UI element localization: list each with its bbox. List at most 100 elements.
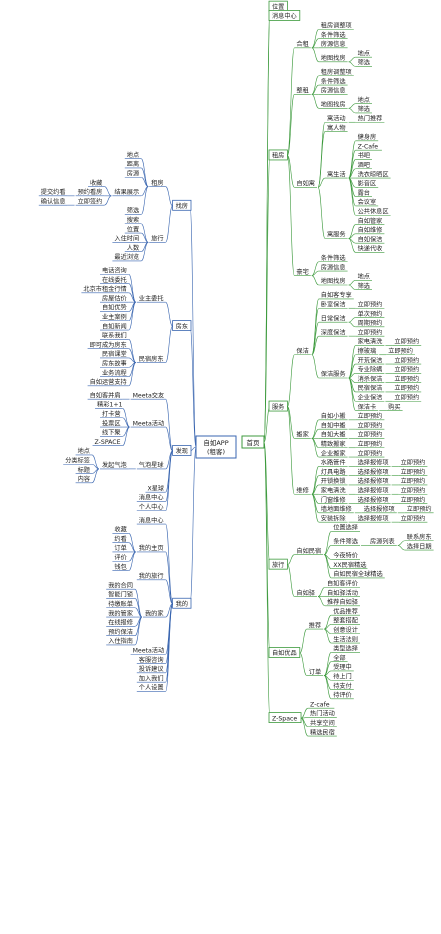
leaf-node[interactable]: 我的旅行 [136, 572, 166, 581]
leaf-node[interactable]: 待支付 [331, 682, 354, 690]
leaf-node[interactable]: 房源 [124, 169, 142, 178]
leaf-node[interactable]: 业主案例 [100, 313, 129, 322]
leaf-node[interactable]: Meeta交友 [130, 391, 166, 400]
branch-node[interactable]: 租房 [268, 149, 288, 161]
leaf-node[interactable]: 立即预约 [404, 505, 434, 514]
branch-node[interactable]: 发现 [172, 445, 192, 456]
leaf-node[interactable]: 地点 [124, 151, 142, 159]
leaf-node[interactable]: 结果展示 [112, 188, 142, 197]
leaf-node[interactable]: 豪宅 [294, 268, 311, 277]
leaf-node[interactable]: 立即预约 [355, 412, 385, 421]
leaf-node[interactable]: 立即预约 [392, 338, 422, 346]
leaf-node[interactable]: 钱包 [112, 563, 129, 571]
leaf-node[interactable]: 选择报修项 [355, 477, 391, 486]
leaf-node[interactable]: 标题 [75, 466, 92, 474]
branch-node[interactable]: 找房 [172, 199, 192, 211]
leaf-node[interactable]: 立即预约 [398, 486, 428, 495]
leaf-node[interactable]: 评价 [112, 553, 129, 562]
branch-node[interactable]: 自如优品 [268, 647, 301, 658]
leaf-node[interactable]: 在线报修 [106, 619, 135, 627]
leaf-node[interactable]: 健身房 [355, 133, 379, 142]
leaf-node[interactable]: 位置 [124, 225, 142, 234]
leaf-node[interactable]: 自如小搬 [318, 412, 348, 421]
leaf-node[interactable]: 影音区 [355, 180, 379, 188]
leaf-node[interactable]: 保洁卡 [355, 403, 379, 411]
leaf-node[interactable]: 即可成为房东 [87, 341, 129, 349]
leaf-node[interactable]: 收藏 [88, 179, 105, 187]
leaf-node[interactable]: 自如优势 [100, 304, 129, 312]
leaf-node[interactable]: 地点 [355, 49, 372, 58]
leaf-node[interactable]: 分类标签 [63, 456, 92, 465]
leaf-node[interactable]: 自如中搬 [318, 421, 348, 430]
leaf-node[interactable]: 地图找房 [318, 277, 348, 286]
leaf-node[interactable]: 联系房东 [404, 533, 434, 542]
leaf-node[interactable]: 发起气泡 [100, 461, 129, 470]
leaf-node[interactable]: 地点 [355, 273, 372, 281]
leaf-node[interactable]: 立即签约 [75, 197, 105, 206]
leaf-node[interactable]: 立即预约 [398, 468, 428, 476]
leaf-node[interactable]: 自如运营支持 [87, 378, 129, 387]
leaf-node[interactable]: 寓人物 [325, 124, 348, 132]
leaf-node[interactable]: 自如驿 [294, 589, 317, 597]
leaf-node[interactable]: 立即预约 [355, 421, 385, 430]
leaf-node[interactable]: 深度保洁 [318, 328, 348, 337]
leaf-node[interactable]: Meeta活动 [130, 419, 166, 428]
leaf-node[interactable]: 墙地面维修 [318, 505, 354, 514]
leaf-node[interactable]: 选择报修项 [361, 505, 397, 514]
leaf-node[interactable]: 业主委托 [136, 294, 166, 303]
branch-node[interactable]: 位置 [268, 0, 288, 12]
leaf-node[interactable]: 创意设计 [331, 626, 360, 635]
leaf-node[interactable]: 单次预约 [355, 310, 385, 318]
leaf-node[interactable]: 露台 [355, 189, 372, 197]
leaf-node[interactable]: 房源信息 [318, 263, 348, 272]
leaf-node[interactable]: 类型选择 [331, 645, 360, 653]
branch-node[interactable]: 服务 [268, 400, 288, 412]
leaf-node[interactable]: Z-cafe [308, 701, 335, 709]
leaf-node[interactable]: 选择报修项 [355, 459, 391, 467]
leaf-node[interactable]: 卧室保洁 [318, 300, 348, 309]
leaf-node[interactable]: 会议室 [355, 198, 379, 207]
leaf-node[interactable]: 房源信息 [318, 40, 348, 49]
leaf-node[interactable]: 搬家 [294, 431, 311, 439]
leaf-node[interactable]: 打卡营 [100, 410, 123, 419]
leaf-node[interactable]: 客服咨询 [136, 656, 166, 664]
leaf-node[interactable]: 洗衣晾晒区 [355, 170, 391, 179]
leaf-node[interactable]: 擦玻璃 [355, 347, 379, 356]
leaf-node[interactable]: 智能门锁 [106, 591, 135, 599]
leaf-node[interactable]: 寓服务 [325, 231, 348, 239]
leaf-node[interactable]: 热门活动 [308, 710, 337, 718]
leaf-node[interactable]: 个人设置 [136, 684, 166, 692]
leaf-node[interactable]: 民宿课堂 [100, 350, 129, 359]
leaf-node[interactable]: 生活法则 [331, 635, 360, 644]
leaf-node[interactable]: 酒吧 [355, 161, 372, 170]
leaf-node[interactable]: 条件筛选 [318, 254, 348, 263]
leaf-node[interactable]: 地点 [355, 96, 372, 104]
leaf-node[interactable]: 订单 [112, 544, 129, 553]
leaf-node[interactable]: 企业搬家 [318, 449, 348, 458]
leaf-node[interactable]: 自如驿活动 [325, 589, 360, 597]
leaf-node[interactable]: 购买 [386, 403, 403, 411]
leaf-node[interactable]: 自如客专享 [318, 291, 354, 300]
leaf-node[interactable]: Meeta活动 [130, 646, 166, 655]
leaf-node[interactable]: 预约看房 [75, 188, 105, 197]
leaf-node[interactable]: 受理中 [331, 663, 354, 672]
leaf-node[interactable]: 自如客并肩 [87, 391, 123, 400]
leaf-node[interactable]: 预约保洁 [106, 628, 135, 636]
leaf-node[interactable]: 消息中心 [136, 516, 166, 525]
leaf-node[interactable]: 开锁换锁 [318, 477, 348, 486]
leaf-node[interactable]: 企业保洁 [355, 393, 385, 402]
leaf-node[interactable]: 整租 [294, 87, 311, 95]
branch-node[interactable]: 房东 [172, 320, 192, 331]
leaf-node[interactable]: 自如民宿全球精选 [331, 570, 385, 579]
leaf-node[interactable]: 民宿保洁 [355, 384, 385, 393]
leaf-node[interactable]: 寓生活 [325, 170, 348, 179]
leaf-node[interactable]: 投诉建议 [136, 665, 166, 674]
leaf-node[interactable]: 立即预约 [398, 459, 428, 467]
leaf-node[interactable]: 立即预约 [392, 366, 422, 374]
leaf-node[interactable]: 消息中心 [136, 494, 166, 502]
leaf-node[interactable]: 日常保洁 [318, 314, 348, 323]
leaf-node[interactable]: 筛选 [124, 207, 142, 215]
leaf-node[interactable]: 书吧 [355, 152, 372, 160]
leaf-node[interactable]: 地图找房 [318, 54, 348, 63]
leaf-node[interactable]: 位置选择 [331, 524, 360, 532]
